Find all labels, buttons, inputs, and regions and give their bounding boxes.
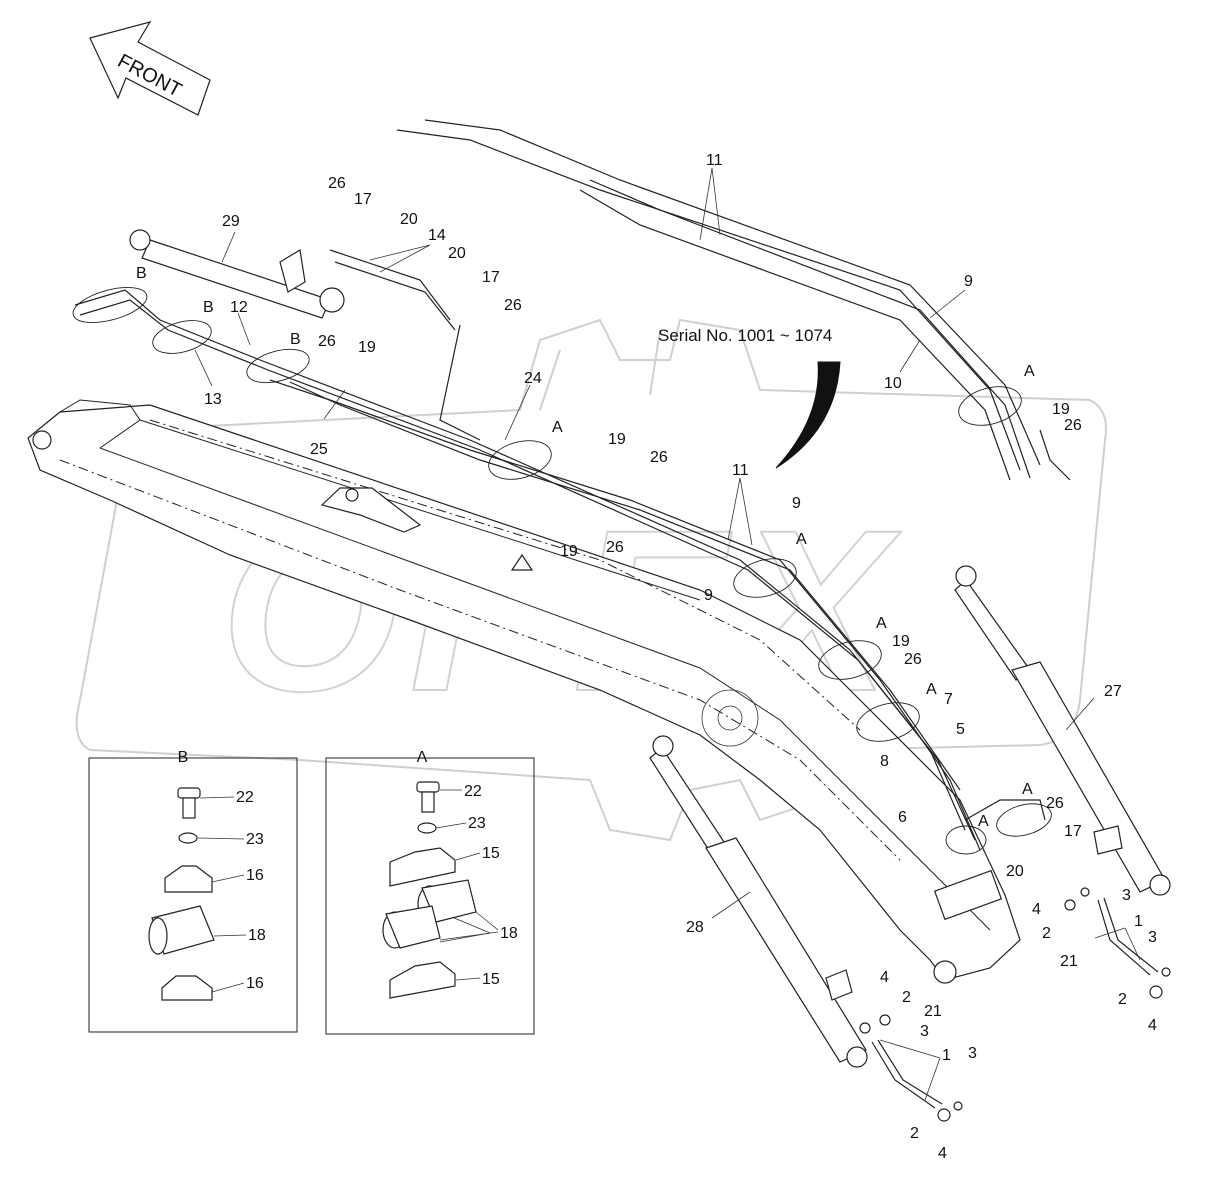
callout-26-c: 26 xyxy=(318,333,336,350)
detail-a-22: 22 xyxy=(464,783,482,800)
cylinder-28 xyxy=(649,735,868,1068)
callout-26-b: 26 xyxy=(504,297,522,314)
callout-1-a: 1 xyxy=(1134,913,1143,930)
callout-26-f: 26 xyxy=(904,651,922,668)
callout-26-top: 26 xyxy=(1064,417,1082,434)
callout-4-b: 4 xyxy=(1148,1017,1157,1034)
callout-11-top: 11 xyxy=(706,152,723,169)
callout-13: 13 xyxy=(204,391,222,408)
callout-21-b: 21 xyxy=(924,1003,942,1020)
detail-b-16b: 16 xyxy=(246,975,264,992)
hose-set-top xyxy=(396,119,1071,481)
callout-a-mid1: A xyxy=(552,419,563,436)
leader-lines xyxy=(194,167,1141,1101)
callout-3-c: 3 xyxy=(920,1023,929,1040)
callout-20-b: 20 xyxy=(448,245,466,262)
callout-19-a: 19 xyxy=(358,339,376,356)
callout-24: 24 xyxy=(524,370,542,387)
detail-a-18: 18 xyxy=(500,925,518,942)
hose-set-middle xyxy=(74,249,1046,851)
callout-19-b: 19 xyxy=(608,431,626,448)
detail-a-title: A xyxy=(417,749,428,766)
callout-19-top: 19 xyxy=(1052,401,1070,418)
callout-2-b: 2 xyxy=(1118,991,1127,1008)
callout-1-b: 1 xyxy=(942,1047,951,1064)
callout-a-mid2: A xyxy=(796,531,807,548)
callout-9-mid2: 9 xyxy=(704,587,713,604)
detail-a-23: 23 xyxy=(468,815,486,832)
callout-b-3: B xyxy=(290,331,301,348)
serial-pointer xyxy=(775,361,841,469)
callout-17-a: 17 xyxy=(354,191,372,208)
callout-26-a: 26 xyxy=(328,175,346,192)
callout-a-mid3: A xyxy=(876,615,887,632)
callout-3-a: 3 xyxy=(1122,887,1131,904)
callout-3-b: 3 xyxy=(1148,929,1157,946)
detail-a: A 22 23 15 18 15 xyxy=(325,749,535,1035)
callout-2-c: 2 xyxy=(902,989,911,1006)
callout-9-top: 9 xyxy=(964,273,973,290)
callout-ellipses xyxy=(72,287,1052,855)
hose-1-right xyxy=(1097,897,1159,976)
detail-b-23: 23 xyxy=(246,831,264,848)
callout-11-mid: 11 xyxy=(732,462,749,479)
callout-4-c: 4 xyxy=(880,969,889,986)
callout-19-d: 19 xyxy=(892,633,910,650)
callout-a-mid4: A xyxy=(926,681,937,698)
cylinder-27 xyxy=(954,565,1171,896)
callout-labels: 11 9 10 A 19 26 26 17 20 14 29 20 17 26 … xyxy=(136,152,1157,1162)
callout-26-e: 26 xyxy=(606,539,624,556)
callout-20-c: 20 xyxy=(1006,863,1024,880)
callout-a-top: A xyxy=(1024,363,1035,380)
callout-4-a: 4 xyxy=(1032,901,1041,918)
callout-6: 6 xyxy=(898,809,907,826)
callout-21-a: 21 xyxy=(1060,953,1078,970)
callout-17-c: 17 xyxy=(1064,823,1082,840)
callout-a-low1: A xyxy=(1022,781,1033,798)
front-arrow: FRONT xyxy=(89,21,211,116)
callout-14: 14 xyxy=(428,227,446,244)
callout-25: 25 xyxy=(310,441,328,458)
callout-4-d: 4 xyxy=(938,1145,947,1162)
detail-b-18: 18 xyxy=(248,927,266,944)
callout-5: 5 xyxy=(956,721,965,738)
detail-b-title: B xyxy=(178,749,189,766)
callout-7: 7 xyxy=(944,691,953,708)
callout-27: 27 xyxy=(1104,683,1122,700)
callout-a-low2: A xyxy=(978,813,989,830)
detail-b-22: 22 xyxy=(236,789,254,806)
callout-9-mid1: 9 xyxy=(792,495,801,512)
callout-28: 28 xyxy=(686,919,704,936)
boom-body xyxy=(27,399,1021,984)
detail-b-16a: 16 xyxy=(246,867,264,884)
callout-b-2: B xyxy=(203,299,214,316)
callout-b-1: B xyxy=(136,265,147,282)
detail-b: B 22 23 16 18 16 xyxy=(88,749,298,1033)
callout-26-d: 26 xyxy=(650,449,668,466)
callout-20-a: 20 xyxy=(400,211,418,228)
callout-17-b: 17 xyxy=(482,269,500,286)
callout-3-d: 3 xyxy=(968,1045,977,1062)
detail-a-15a: 15 xyxy=(482,845,500,862)
boom-cylinder-29 xyxy=(129,229,345,319)
serial-note: Serial No. 1001 ~ 1074 xyxy=(658,326,832,345)
callout-12: 12 xyxy=(230,299,248,316)
callout-10: 10 xyxy=(884,375,902,392)
callout-29: 29 xyxy=(222,213,240,230)
fittings xyxy=(859,887,1171,1122)
callout-8: 8 xyxy=(880,753,889,770)
callout-26-g: 26 xyxy=(1046,795,1064,812)
callout-2-d: 2 xyxy=(910,1125,919,1142)
hose-1-lower xyxy=(871,1039,943,1109)
detail-a-15b: 15 xyxy=(482,971,500,988)
callout-19-c: 19 xyxy=(560,543,578,560)
callout-2-a: 2 xyxy=(1042,925,1051,942)
